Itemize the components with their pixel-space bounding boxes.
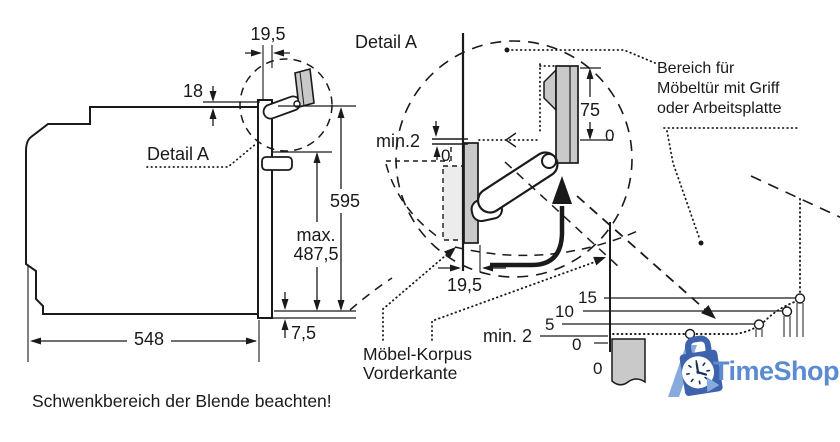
raised-panel [555,65,579,164]
scale-tick-15: 15 [578,288,597,307]
rotation-arrow [490,206,565,268]
dim-zero-top: 0 [441,146,451,165]
detail-a-view [349,33,799,311]
side-view [25,45,356,362]
detail-marker-circle [239,58,333,152]
detail-a-reference: Detail A [147,144,210,164]
oven-body-outline [25,106,259,315]
dim-bottom-overhang: 7,5 [291,323,317,343]
dim-max-prefix: max. [296,225,336,245]
dim-min-gap: min.2 [376,131,421,151]
timeshop-logo-text: TimeShop [713,356,840,386]
logo-accent-triangle [706,376,720,393]
door-closed-position [442,165,464,241]
scale-tick-5: 5 [545,315,555,334]
dim-max-value: 487,5 [293,244,339,264]
dim-hinge-height: 18 [183,81,204,101]
detail-a-leader [146,142,258,168]
scale-tick-0: 0 [572,335,582,354]
hinge-pivot-detail [541,153,557,169]
korpus-note: Möbel-Korpus Vorderkante [363,345,472,382]
footer-note: Schwenkbereich der Blende beachten! [32,391,332,411]
scale-min-label: min. 2 [483,326,533,346]
area-note: Bereich für Möbeltür mit Griff oder Arbe… [657,59,782,119]
dim-hinge-depth-top: 19,5 [250,24,286,44]
dim-hinge-depth-detail: 19,5 [447,275,483,295]
detail-circle [395,40,633,278]
gap-chart [382,175,840,386]
scale-panel-zero: 0 [593,359,603,378]
oven-front-bar [463,142,479,244]
detail-a-title: Detail A [355,32,418,52]
raised-panel-chamfer [543,68,557,112]
dim-zero-right: 0 [605,126,615,145]
area-note-line1: Bereich für [657,60,735,77]
area-note-line3: oder Arbeitsplatte [657,100,782,117]
oven-front-frame [257,99,273,319]
dim-width-548: 548 [133,329,165,349]
furniture-door-panel [611,338,646,386]
front-panel-icon [294,67,315,109]
door-latch [261,156,293,171]
timeshop-logo-icon [668,335,723,397]
min-gap-curve [612,300,798,335]
dim-panel-travel: 75 [579,100,601,120]
korpus-note-line2: Vorderkante [363,362,458,383]
area-note-line2: Möbeltür mit Griff [657,80,780,97]
korpus-note-line1: Möbel-Korpus [363,344,472,364]
dim-height-595: 595 [329,191,361,211]
scale-tick-10: 10 [555,302,574,321]
